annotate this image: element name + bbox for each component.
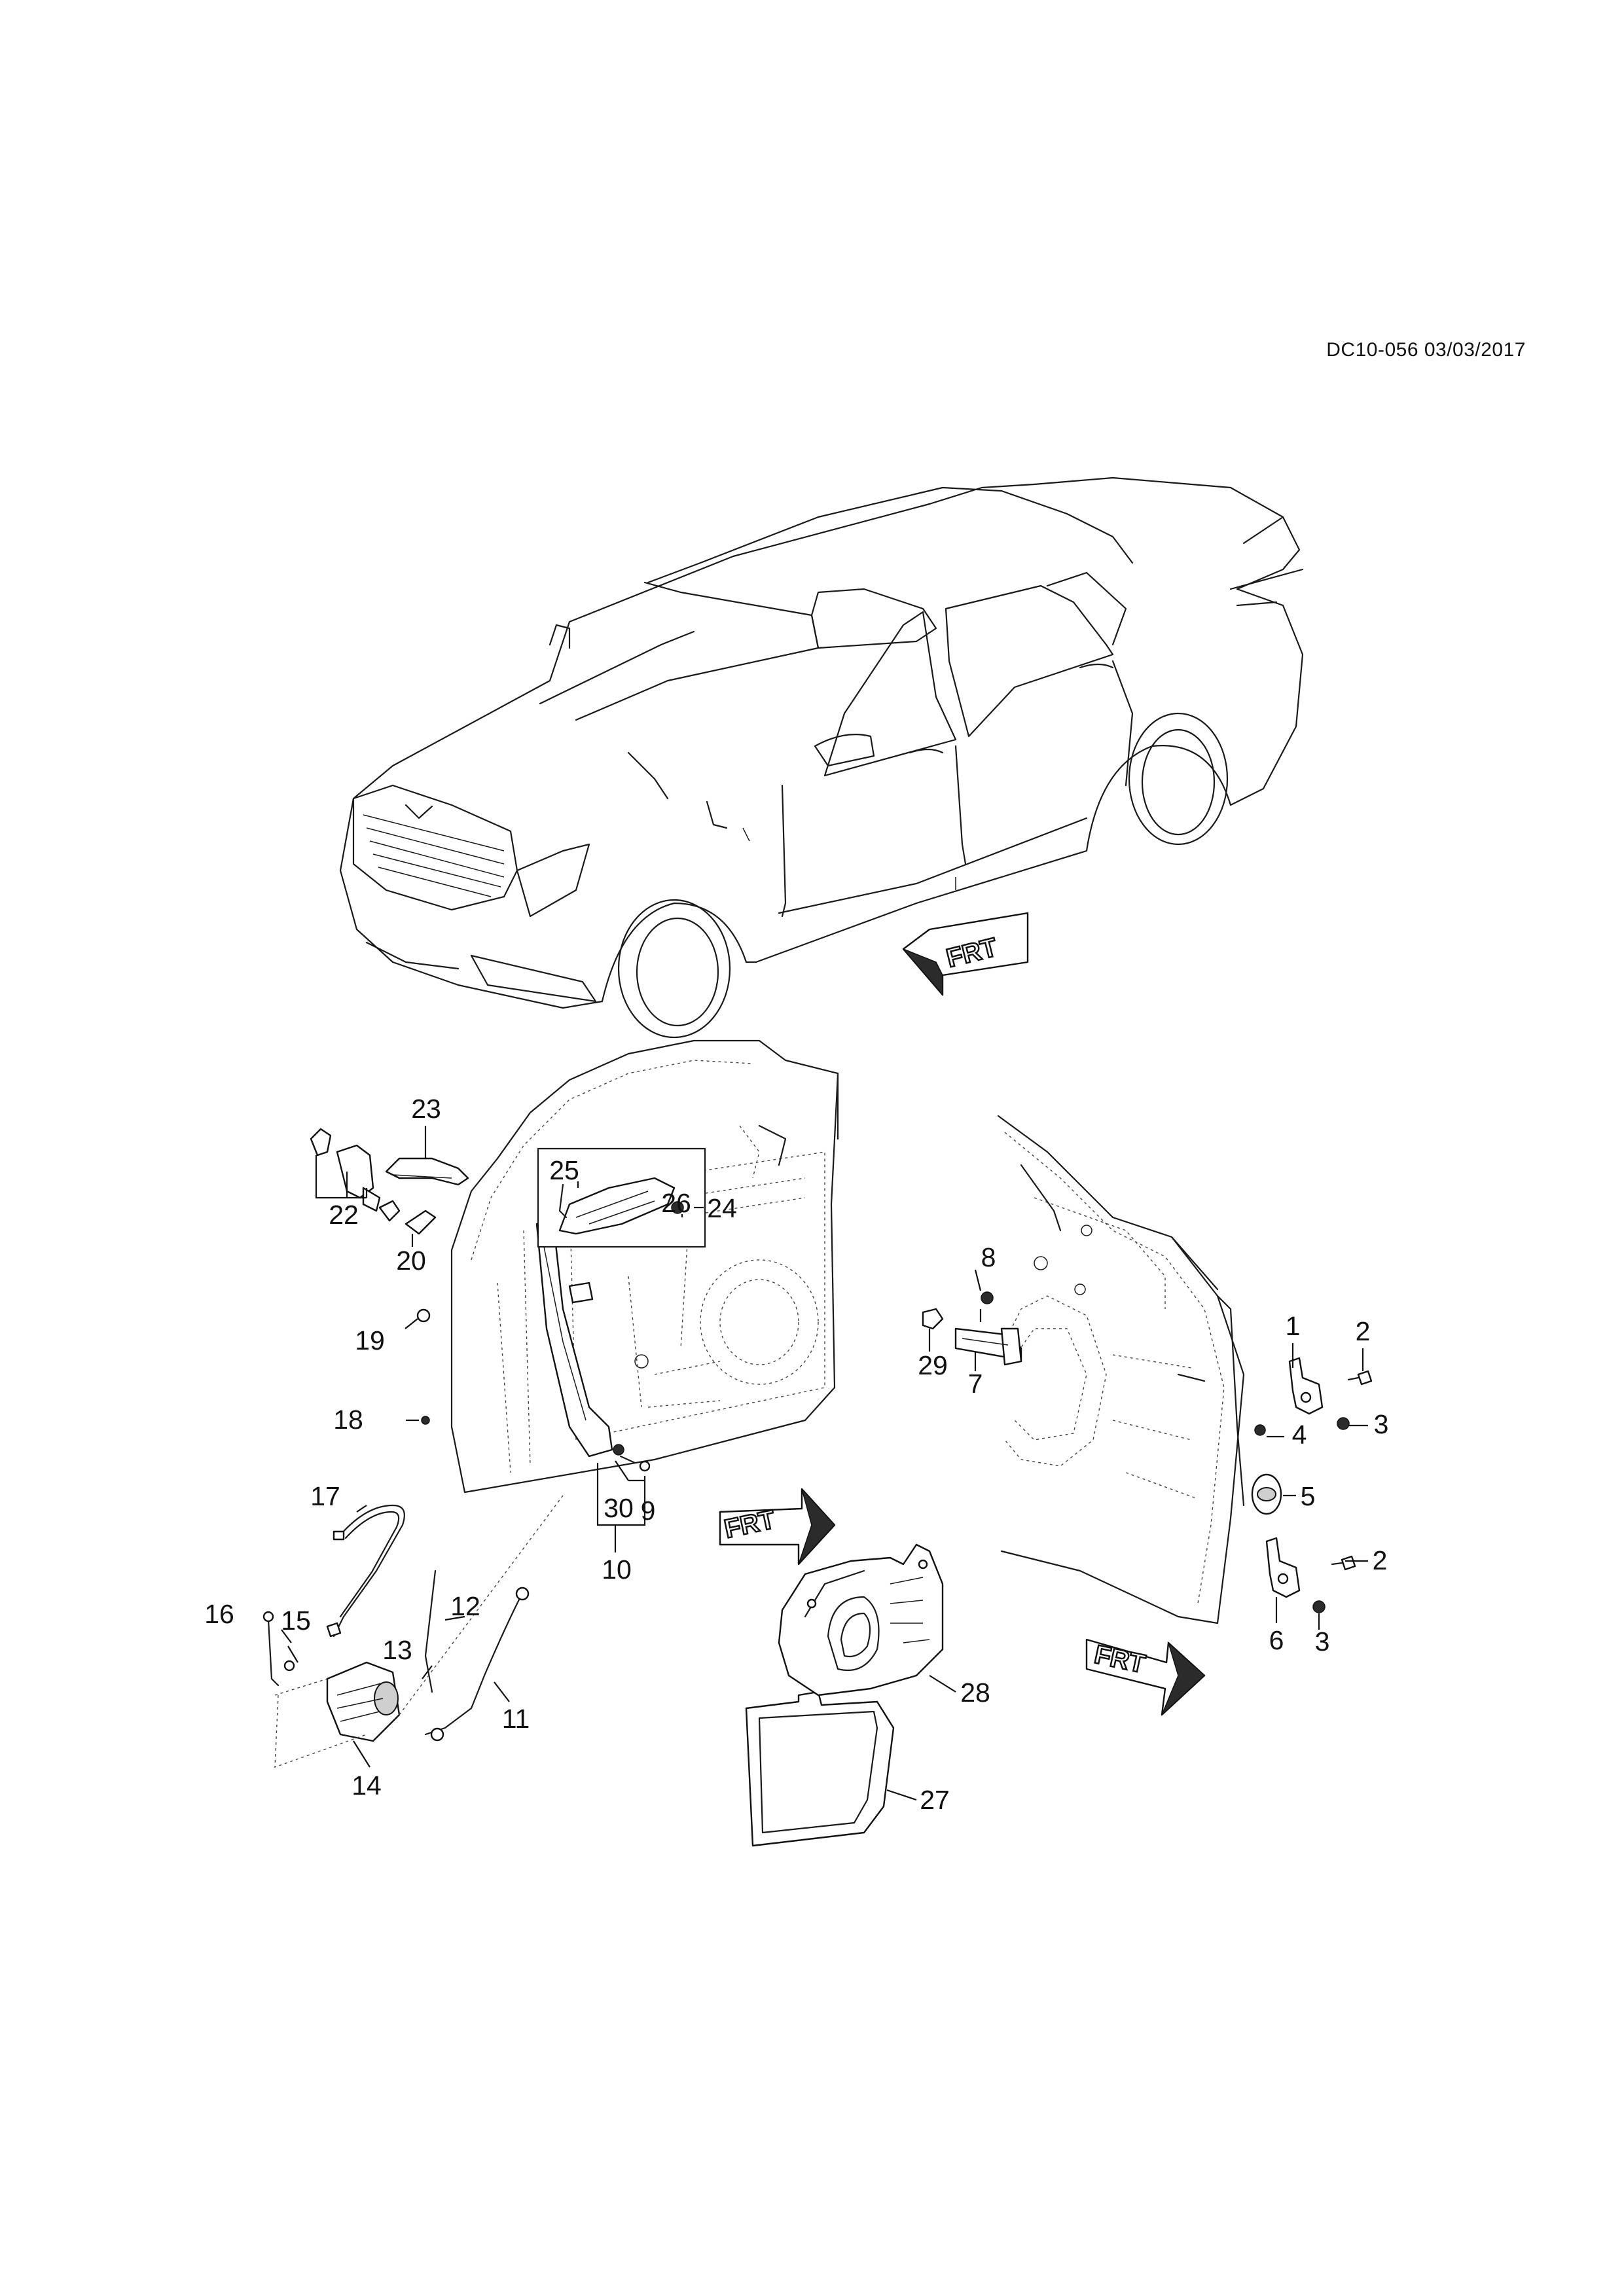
door-grommet (1251, 1473, 1282, 1515)
front-direction-arrow-top: FRT (902, 912, 1029, 997)
callout-2-upper: 2 (1356, 1316, 1371, 1346)
fastener-19 (416, 1308, 431, 1323)
callout-4: 4 (1292, 1420, 1307, 1450)
callout-29: 29 (918, 1350, 948, 1380)
callout-9: 9 (641, 1496, 656, 1526)
callout-3-lower: 3 (1315, 1626, 1330, 1657)
callout-20: 20 (396, 1246, 426, 1276)
callout-labels: 1 2 3 4 5 2 6 3 8 7 29 23 25 26 24 22 20… (204, 1094, 1388, 1815)
lower-door-hinge (1265, 1537, 1356, 1613)
callout-19: 19 (355, 1325, 385, 1355)
callout-3-upper: 3 (1374, 1409, 1389, 1439)
front-direction-arrow-bottom: FRT (1085, 1638, 1206, 1716)
callout-6: 6 (1269, 1625, 1284, 1655)
callout-14: 14 (352, 1770, 382, 1801)
callout-27: 27 (920, 1785, 950, 1815)
front-door-inner-panel (997, 1115, 1245, 1624)
callout-10: 10 (602, 1554, 632, 1585)
window-run-channel (535, 1219, 651, 1472)
vehicle-illustration (339, 476, 1304, 1039)
front-direction-arrow-middle: FRT (719, 1488, 836, 1566)
door-check-link (922, 1291, 1022, 1366)
leader-lines (281, 1126, 1368, 1801)
callout-26: 26 (661, 1188, 691, 1218)
door-lock-and-cables (262, 1495, 564, 1768)
door-module-panel-28 (778, 1543, 944, 1696)
callout-12: 12 (450, 1591, 480, 1621)
callout-11: 11 (502, 1704, 530, 1734)
callout-23: 23 (411, 1094, 441, 1124)
callout-22: 22 (329, 1200, 359, 1230)
callout-13: 13 (382, 1635, 412, 1665)
inner-handle-detail-box (537, 1147, 706, 1248)
callout-16: 16 (204, 1599, 234, 1629)
fastener-18 (421, 1416, 430, 1425)
callout-2-lower: 2 (1373, 1545, 1388, 1575)
reference-code: DC10-056 03/03/2017 (1326, 339, 1526, 361)
front-door-outer-panel (450, 1039, 839, 1494)
callout-28: 28 (960, 1677, 990, 1708)
callout-30: 30 (604, 1493, 634, 1523)
callout-24: 24 (707, 1193, 737, 1223)
outside-handle-group (310, 1128, 469, 1235)
water-deflector-27 (745, 1691, 895, 1847)
callout-18: 18 (333, 1405, 363, 1435)
callout-1: 1 (1286, 1311, 1301, 1341)
callout-25: 25 (549, 1155, 579, 1185)
callout-17: 17 (310, 1481, 340, 1511)
callout-15: 15 (281, 1605, 311, 1636)
callout-5: 5 (1301, 1481, 1316, 1511)
callout-7: 7 (968, 1369, 983, 1399)
upper-door-hinge (1254, 1357, 1373, 1436)
callout-8: 8 (981, 1242, 996, 1272)
